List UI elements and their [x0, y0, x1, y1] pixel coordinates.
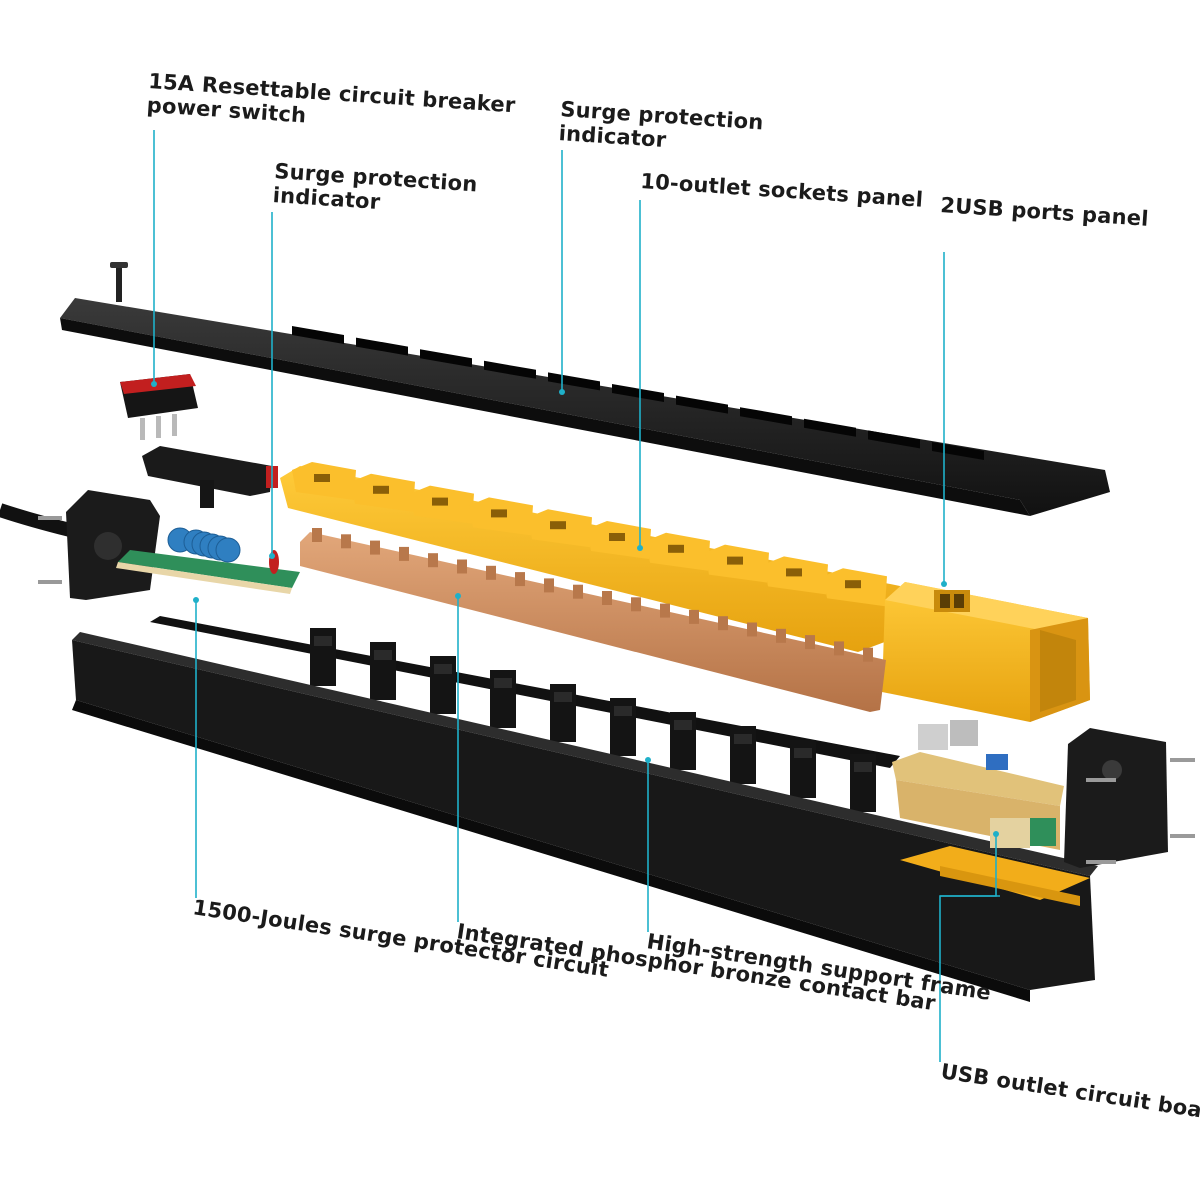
- top-slot: [804, 418, 856, 437]
- contact-tooth: [863, 647, 873, 662]
- contact-tooth: [428, 553, 438, 568]
- frame-post-slot: [674, 720, 692, 730]
- top-slot: [356, 337, 408, 356]
- label-usb-board: USB outlet circuit board: [939, 1059, 1200, 1126]
- top-panel-slots: [292, 326, 984, 460]
- contact-tooth: [602, 591, 612, 605]
- label-sockets-panel: 10-outlet sockets panel: [640, 169, 924, 212]
- contact-tooth: [399, 546, 409, 561]
- outlet-slot: [845, 580, 861, 589]
- contact-tooth: [718, 616, 728, 631]
- contact-tooth: [660, 603, 670, 618]
- label-breaker: 15A Resettable circuit breaker power swi…: [146, 69, 524, 142]
- frame-post-slot: [494, 678, 512, 688]
- top-cover-panel: [60, 262, 1110, 516]
- frame-post-slot: [614, 706, 632, 716]
- outlet-slot: [550, 521, 566, 530]
- contact-tooth: [341, 534, 351, 549]
- top-slot: [676, 395, 728, 414]
- surge-pcb-part: [116, 527, 300, 594]
- contact-tooth: [312, 528, 322, 542]
- frame-post-slot: [794, 748, 812, 758]
- outlet-slot: [314, 474, 330, 482]
- usb-board-part: [892, 720, 1064, 850]
- contact-tooth: [776, 628, 786, 643]
- contact-tooth: [486, 565, 496, 580]
- contact-bar-part: [300, 528, 886, 712]
- outlet-slot: [609, 533, 625, 541]
- contact-tooth: [631, 597, 641, 612]
- outlet-slot: [373, 485, 389, 494]
- outlet-slot: [491, 509, 507, 518]
- switch-bracket: [142, 446, 278, 508]
- outlet-slot: [786, 568, 802, 577]
- contact-tooth: [457, 559, 467, 574]
- right-end-cap: [1064, 728, 1195, 868]
- top-slot: [740, 407, 792, 426]
- frame-post-slot: [374, 650, 392, 660]
- bottom-housing: [72, 632, 1098, 1002]
- contact-tooth: [689, 609, 699, 624]
- frame-post-slot: [434, 664, 452, 674]
- power-switch-part: [120, 374, 198, 440]
- frame-post-slot: [314, 636, 332, 646]
- label-surge-indicator-left: Surge protection indicator: [272, 159, 486, 221]
- outlet-sockets-part: [280, 462, 900, 652]
- frame-post-slot: [734, 734, 752, 744]
- support-frame-part: [150, 616, 900, 812]
- top-slot: [932, 442, 984, 460]
- frame-post-slot: [554, 692, 572, 702]
- contact-tooth: [573, 584, 583, 599]
- frame-post-slot: [854, 762, 872, 772]
- top-slot: [484, 360, 536, 379]
- label-surge-indicator-right: Surge protection indicator: [558, 97, 772, 159]
- usb-ports-part: [882, 582, 1090, 722]
- top-slot: [420, 349, 472, 368]
- contact-tooth: [805, 635, 815, 650]
- top-slot: [548, 372, 600, 391]
- outlet-slot: [432, 497, 448, 506]
- contact-tooth: [747, 622, 757, 637]
- outlet-slot: [727, 556, 743, 565]
- top-slot: [292, 326, 344, 344]
- capacitor: [215, 537, 241, 563]
- outlet-slot: [668, 544, 684, 553]
- contact-tooth: [370, 540, 380, 555]
- label-usb-ports-panel: 2USB ports panel: [940, 193, 1150, 231]
- top-slot: [868, 430, 920, 449]
- contact-tooth: [544, 578, 554, 593]
- top-slot: [612, 384, 664, 402]
- contact-tooth: [834, 641, 844, 656]
- contact-tooth: [515, 572, 525, 587]
- left-end-cap: [0, 490, 160, 600]
- leader-lines: [151, 130, 1000, 1062]
